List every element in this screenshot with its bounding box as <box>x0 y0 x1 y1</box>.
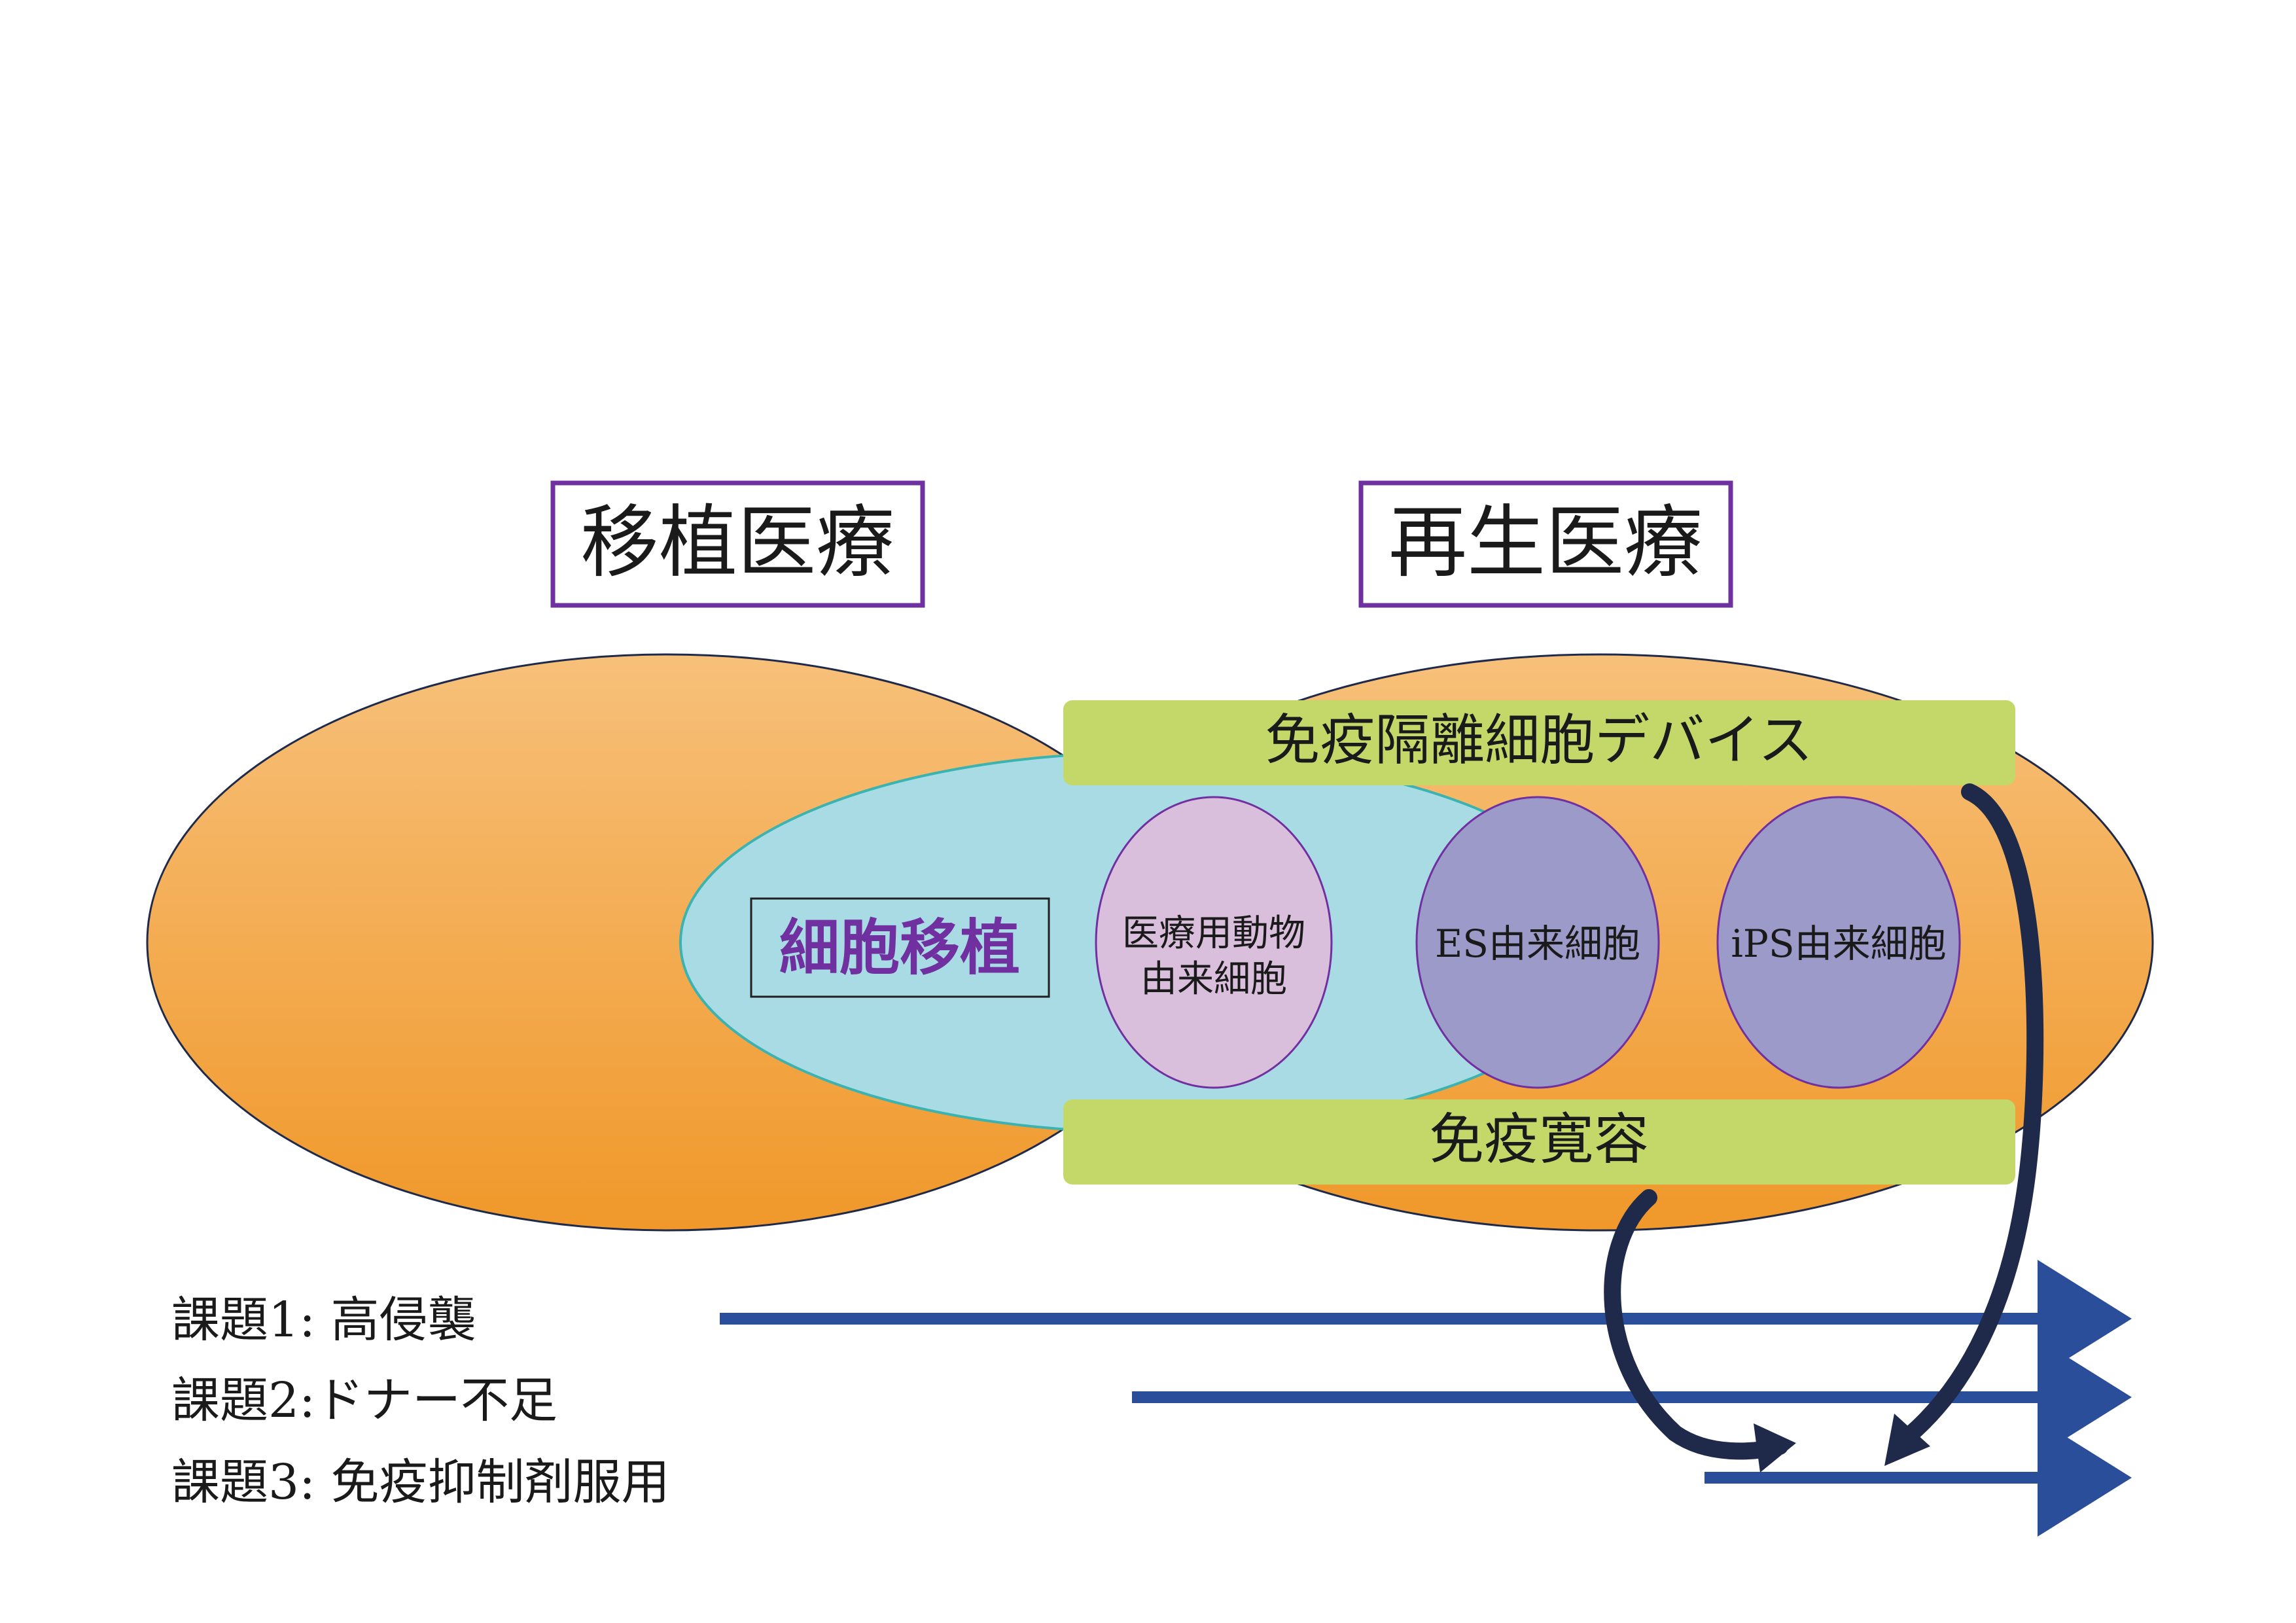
transplant-header: 移植医療 <box>580 497 894 588</box>
animal-cell-ellipse <box>1095 796 1333 1089</box>
tolerance-bar <box>1063 1099 2015 1185</box>
regenerative-header: 再生医療 <box>1388 497 1703 588</box>
issue2-label: 課題2:ドナー不足 <box>171 1372 557 1429</box>
immunoisolation-curve-arrow <box>1884 783 2044 1466</box>
tolerance-label: 免疫寛容 <box>1429 1107 1649 1171</box>
animal-cell-label-line1: 医療用動物 <box>1122 912 1305 955</box>
issue3-label: 課題3: 免疫抑制剤服用 <box>171 1454 670 1510</box>
cell-transplant-label-box <box>750 897 1050 998</box>
tolerance-curve-arrow <box>1604 1189 1796 1472</box>
animal-cell-label-line2: 由来細胞 <box>1140 958 1287 1001</box>
immunoisolation-bar <box>1063 700 2015 785</box>
ips-cell-label: iPS由来細胞 <box>1731 921 1946 966</box>
transplant-header-box <box>550 480 925 608</box>
cell-transplant-label: 細胞移植 <box>779 913 1020 983</box>
ips-cell-ellipse <box>1716 796 1961 1089</box>
es-cell-ellipse <box>1415 796 1660 1089</box>
immunoisolation-label: 免疫隔離細胞デバイス <box>1265 708 1812 772</box>
issue1-label: 課題1: 高侵襲 <box>171 1292 476 1348</box>
es-cell-label: ES由来細胞 <box>1435 921 1640 966</box>
regenerative-header-box <box>1358 480 1733 608</box>
